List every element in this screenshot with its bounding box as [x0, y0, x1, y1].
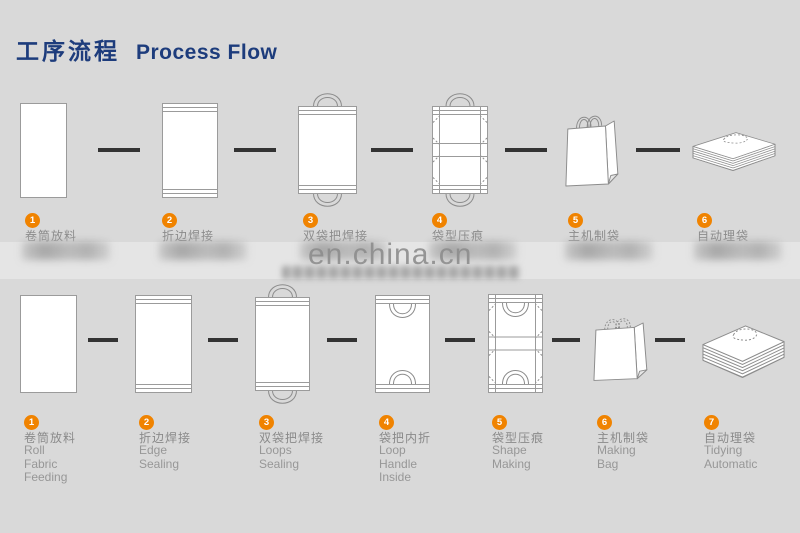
step-label-zh: 双袋把焊接: [259, 431, 325, 445]
page-title: 工序流程 Process Flow: [16, 32, 277, 66]
step-label-zh: 袋型压痕: [492, 431, 545, 445]
step-label-zh: 自动理袋: [697, 229, 750, 243]
step-label-zh: 折边焊接: [139, 431, 192, 445]
step-label-zh: 双袋把焊接: [303, 229, 369, 243]
step-label-zh: 主机制袋: [597, 431, 650, 445]
loops-outside-icon: [298, 92, 357, 208]
step-label-zh: 自动理袋: [704, 431, 757, 445]
roll-rect-icon: [20, 103, 67, 198]
shopping-bag-dotted-icon: [591, 315, 648, 384]
step-number-badge: 7: [704, 415, 719, 430]
step-label-en: Shape Making: [492, 443, 531, 471]
creased-loops-inside-icon: [488, 294, 543, 393]
watermark-blurred-line: [282, 266, 520, 279]
step-number-badge: 3: [303, 213, 318, 228]
step-label-zh: 主机制袋: [568, 229, 621, 243]
blurred-english-label: [565, 241, 653, 260]
step-label-zh: 卷筒放料: [24, 431, 77, 445]
sealed-rect-icon: [135, 295, 192, 393]
roll-rect-icon: [20, 295, 77, 393]
loops-inside-icon: [375, 295, 430, 393]
step-label-zh: 袋型压痕: [432, 229, 485, 243]
flow-connector: [88, 338, 118, 342]
blurred-english-label: [694, 241, 782, 260]
step-label-en: Tidying Automatic: [704, 443, 758, 471]
flow-connector: [552, 338, 580, 342]
flow-connector: [98, 148, 140, 152]
flow-connector: [505, 148, 547, 152]
flow-connector: [234, 148, 276, 152]
step-number-badge: 5: [568, 213, 583, 228]
step-number-badge: 4: [379, 415, 394, 430]
step-label-en: Loops Sealing: [259, 443, 300, 471]
step-number-badge: 1: [25, 213, 40, 228]
title-english: Process Flow: [136, 41, 278, 64]
flow-connector: [327, 338, 357, 342]
blurred-english-label: [159, 241, 247, 260]
flow-connector: [655, 338, 685, 342]
step-label-en: Roll Fabric Feeding: [24, 443, 68, 484]
step-label-zh: 卷筒放料: [25, 229, 78, 243]
folded-stack-icon: [700, 321, 787, 378]
step-number-badge: 2: [139, 415, 154, 430]
step-number-badge: 3: [259, 415, 274, 430]
step-label-en: Making Bag: [597, 443, 636, 471]
step-label-en: Edge Sealing: [139, 443, 180, 471]
blurred-english-label: [429, 241, 517, 260]
blurred-english-label: [22, 241, 110, 260]
step-number-badge: 2: [162, 213, 177, 228]
watermark-text: en.china.cn: [308, 238, 473, 271]
flow-connector: [371, 148, 413, 152]
blurred-english-label: [300, 241, 388, 260]
loops-outside-icon: [255, 283, 310, 405]
flow-connector: [445, 338, 475, 342]
shopping-bag-icon: [563, 112, 619, 190]
creased-loops-outside-icon: [432, 92, 488, 208]
step-label-zh: 折边焊接: [162, 229, 215, 243]
step-label-en: Loop Handle Inside: [379, 443, 418, 484]
flow-connector: [208, 338, 238, 342]
flow-connector: [636, 148, 680, 152]
title-chinese: 工序流程: [16, 38, 120, 64]
step-number-badge: 1: [24, 415, 39, 430]
step-number-badge: 4: [432, 213, 447, 228]
sealed-rect-icon: [162, 103, 218, 198]
step-number-badge: 6: [697, 213, 712, 228]
folded-stack-icon: [690, 129, 778, 171]
step-number-badge: 6: [597, 415, 612, 430]
step-number-badge: 5: [492, 415, 507, 430]
step-label-zh: 袋把内折: [379, 431, 432, 445]
